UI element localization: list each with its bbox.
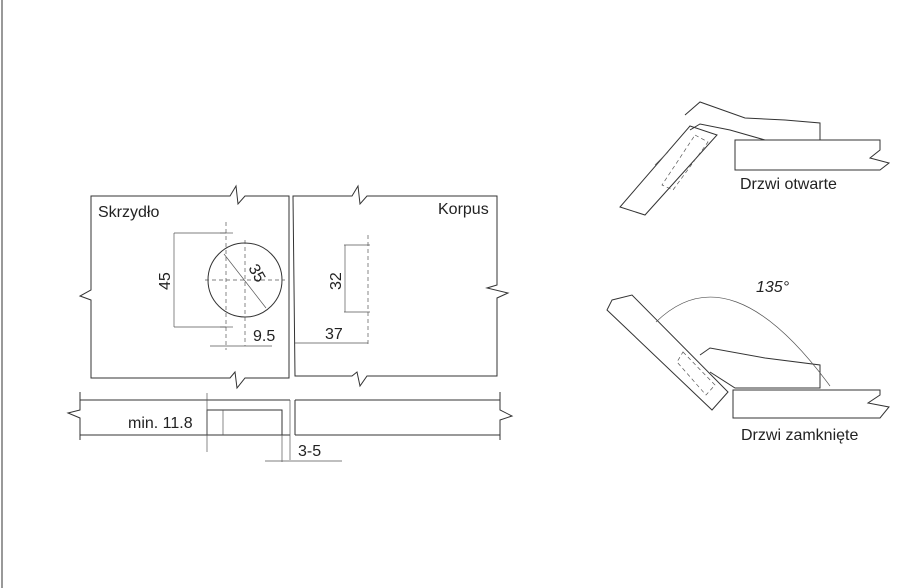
- door-open-label: Drzwi otwarte: [740, 176, 837, 193]
- body-spacing-label: 32: [328, 272, 345, 290]
- section-view: min. 11.8 3-5: [66, 392, 514, 462]
- wing-spacing-label: 45: [157, 272, 174, 290]
- door-closed-view: 135° Drzwi zamknięte: [606, 279, 890, 444]
- wing-offset-label: 9.5: [253, 328, 275, 345]
- cup-diameter-label: 35: [245, 262, 269, 286]
- wing-panel: Skrzydło 35 45 9.5: [78, 184, 290, 390]
- body-panel: Korpus 32 37: [292, 184, 510, 388]
- door-open-view: Drzwi otwarte: [619, 101, 891, 216]
- body-label: Korpus: [438, 201, 489, 218]
- door-closed-label: Drzwi zamknięte: [741, 427, 858, 444]
- opening-angle-label: 135°: [756, 279, 790, 296]
- body-offset-label: 37: [325, 326, 343, 343]
- wing-label: Skrzydło: [98, 204, 159, 221]
- min-thickness-label: min. 11.8: [128, 415, 193, 432]
- gap-label: 3-5: [298, 443, 321, 460]
